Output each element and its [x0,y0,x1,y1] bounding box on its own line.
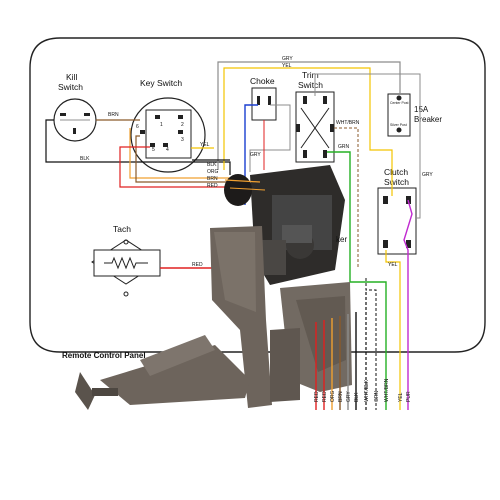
harness-label-10: PUR [406,391,412,402]
kill-switch-label-1: Kill [66,72,77,82]
trim-switch-label-2: Switch [298,80,323,90]
wire-label-wht-brn: WHT/BRN [336,120,360,126]
key-harness-label-0: BLK [207,162,217,168]
tach: Tach [91,224,161,297]
kill-switch: Kill Switch [53,72,97,142]
wire-gry-trim [314,73,421,219]
wire-yel-clutch [385,250,401,410]
breaker-15a: Center Post Silver Post 15A Breaker [387,93,442,137]
wire-yel-top [223,67,393,196]
wire-blu-choke [244,104,258,205]
breaker-silver-post: Silver Post [390,123,407,127]
wire-gry-top [217,61,401,170]
wire-label-gry-choke: GRY [250,152,261,158]
key-switch-label: Key Switch [140,78,182,88]
wire-label-red-tach: RED [192,262,203,268]
harness-label-8: WHT/BRN [384,378,390,402]
key-harness-label-2: BRN [207,176,218,182]
key-switch: Key Switch 6 1 2 3 4 5 [130,78,206,173]
wire-label-yel-key: YEL [200,142,210,148]
wire-label-brn: BRN [108,112,119,118]
harness-label-5: BLK [354,392,360,402]
wire-org-key [129,128,245,179]
outboard-motor-illustration [75,165,352,410]
wire-wht-blk-clutch [365,278,377,410]
wire-red-key [119,146,255,188]
panel-outline [29,37,486,353]
harness-label-9: YEL [398,392,404,402]
clutch-switch-label-2: Switch [384,177,409,187]
breaker-label-2: Breaker [414,115,442,124]
key-terminal-5: 5 [152,147,155,153]
harness-label-0: RED [314,391,320,402]
wire-label-gry-right: GRY [422,172,433,178]
harness-label-1: RED [322,391,328,402]
harness-label-4: GRY [346,391,352,402]
tach-label: Tach [113,224,131,234]
breaker-label-1: 15A [414,105,429,114]
harness-label-6: WHT/BLK [364,379,370,402]
key-terminal-1: 1 [160,122,163,128]
wire-pur-clutch [403,199,413,410]
wire-wht-brn-trim [334,127,359,268]
key-switch-body [130,97,206,173]
panel-title: Remote Control Panel [62,351,146,360]
wire-brn-key [135,135,250,183]
key-terminal-3: 3 [181,137,184,143]
trim-switch-label-1: Trim [302,70,319,80]
breaker-center-post: Center Post [390,101,409,105]
wire-label-blk: BLK [80,156,90,162]
wire-label-yel-clutch: YEL [388,262,398,268]
kill-switch-label-2: Switch [58,82,83,92]
choke-switch: Choke [250,76,277,121]
key-harness-label-1: ORG [207,169,219,175]
wire-label-yel-top: YEL [282,63,292,69]
clutch-switch-label-1: Clutch [384,167,408,177]
wire-label-gry-top: GRY [282,56,293,62]
key-terminal-2: 2 [181,122,184,128]
harness-labels: RED RED ORG BRN GRY BLK WHT/BLK GRN WHT/… [314,378,412,402]
harness-label-2: ORG [330,391,336,403]
engine-partial-label: ker [336,235,347,244]
key-terminal-6: 6 [136,124,139,130]
wire-blk-kill [45,119,231,175]
wire-gry-choke [249,104,291,172]
key-harness-label-3: RED [207,183,218,189]
wire-label-grn: GRN [338,144,350,150]
choke-label: Choke [250,76,275,86]
harness-label-3: BRN [338,391,344,402]
harness-label-7: GRN [374,391,380,403]
key-terminal-4: 4 [166,147,169,153]
